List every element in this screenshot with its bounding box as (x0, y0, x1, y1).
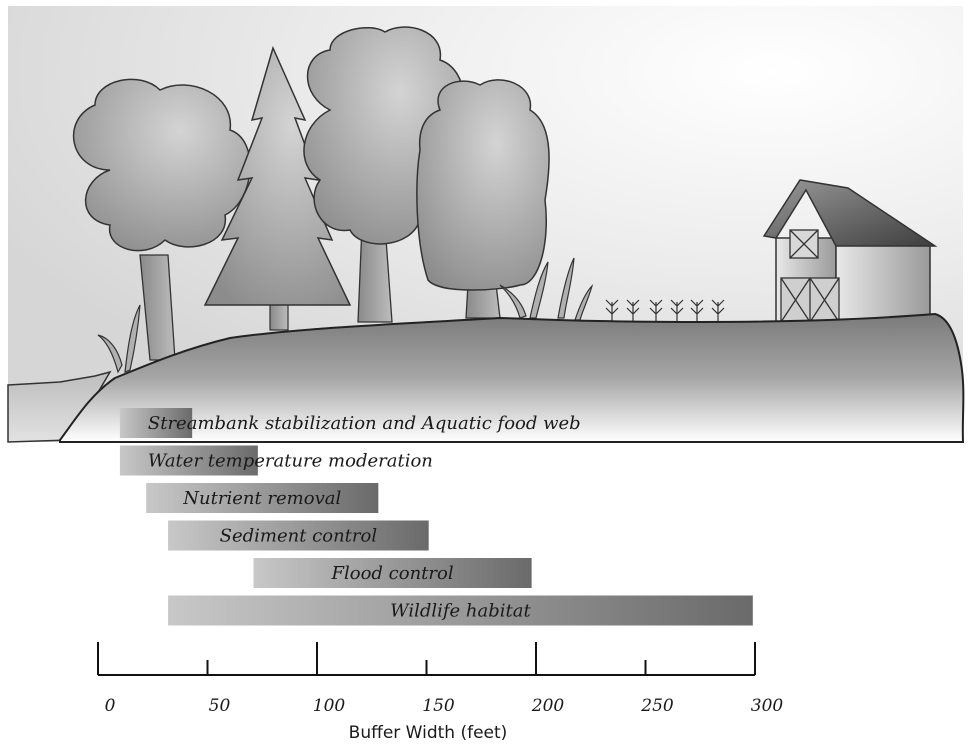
x-axis-title: Buffer Width (feet) (349, 723, 508, 743)
bar-label-0: Streambank stabilization and Aquatic foo… (148, 413, 581, 434)
plants (97, 257, 594, 374)
landscape-illustration (7, 6, 965, 443)
stream-water (7, 370, 112, 443)
tick-label-250: 250 (640, 696, 674, 716)
bar-5 (168, 595, 753, 626)
bar-0 (119, 408, 193, 438)
bar-1 (119, 445, 258, 476)
barn (762, 179, 938, 323)
bar-3 (168, 520, 429, 551)
tick-label-300: 300 (751, 696, 784, 716)
bar-label-4: Flood control (331, 563, 454, 584)
tick-label-50: 50 (209, 696, 231, 716)
ground (59, 312, 965, 443)
tick-label-200: 200 (531, 696, 565, 716)
tick-label-150: 150 (422, 696, 455, 716)
bar-4 (253, 558, 532, 588)
bar-label-5: Wildlife habitat (390, 601, 531, 622)
bar-label-1: Water temperature moderation (148, 451, 433, 472)
x-axis: 0 50 100 150 200 250 300 (97, 642, 784, 716)
tree-willow (416, 79, 550, 319)
bar-label-3: Sediment control (220, 526, 378, 547)
crop-row (605, 299, 725, 322)
bar-label-2: Nutrient removal (182, 488, 341, 509)
tick-label-100: 100 (313, 696, 346, 716)
bar-labels: Streambank stabilization and Aquatic foo… (148, 413, 581, 622)
bars (119, 408, 753, 626)
bar-2 (146, 483, 379, 513)
tick-label-0: 0 (105, 696, 116, 716)
